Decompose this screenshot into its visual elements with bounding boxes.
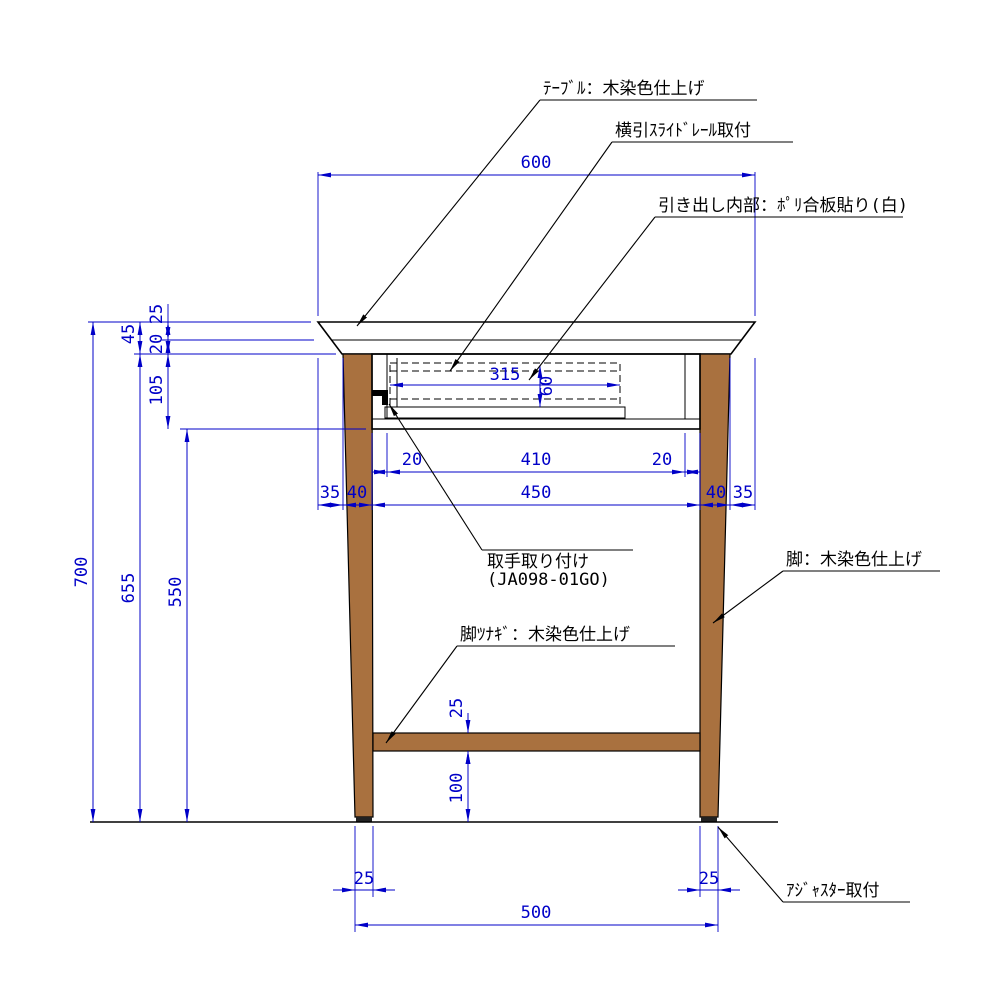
dim-drawer-width: 315 (490, 365, 521, 385)
dim-box-side-right: 20 (652, 450, 672, 470)
right-leg (699, 353, 731, 818)
label-tabletop: ﾃｰﾌﾞﾙ：木染色仕上げ (543, 79, 705, 99)
dim-drawer-box-height: 105 (147, 375, 167, 406)
dim-stretcher-thickness: 25 (447, 698, 467, 718)
left-leg (342, 353, 374, 818)
label-handle-1: 取手取り付け (487, 552, 589, 572)
dim-drawer-height: 60 (537, 376, 557, 396)
dim-leg-span: 450 (521, 483, 552, 503)
label-handle-2: (JA098-01GO) (487, 570, 610, 590)
dim-stretcher-floor-gap: 100 (447, 773, 467, 804)
leader-adjuster (717, 826, 784, 903)
label-drawer-interior: 引き出し内部：ﾎﾟﾘ合板貼り(白) (658, 196, 908, 216)
dim-foot-right: 25 (699, 869, 719, 889)
dim-box-side-left: 20 (402, 450, 422, 470)
dim-leg-width-right: 40 (706, 483, 726, 503)
tabletop (316, 321, 757, 355)
adjuster-left (356, 817, 372, 822)
leader-slide-rail (449, 141, 613, 372)
annotations: ﾃｰﾌﾞﾙ：木染色仕上げ 横引ｽﾗｲﾄﾞﾚｰﾙ取付 引き出し内部：ﾎﾟﾘ合板貼り… (356, 79, 940, 903)
dimensions: 600 700 45 655 25 20 105 550 315 60 (72, 153, 756, 932)
leader-drawer-interior (528, 216, 656, 381)
dim-top-assembly: 45 (119, 324, 139, 344)
label-stretcher: 脚ﾂﾅｷﾞ：木染色仕上げ (460, 625, 630, 645)
label-leg: 脚：木染色仕上げ (786, 550, 922, 570)
leader-leg (712, 570, 784, 624)
drawer-bottom-board (384, 406, 626, 419)
dim-foot-left: 25 (354, 869, 374, 889)
adjuster-right (701, 817, 717, 822)
dim-overhang-right: 35 (733, 483, 753, 503)
dim-apron-thickness: 20 (147, 334, 167, 354)
dim-leg-width-left: 40 (347, 483, 367, 503)
dim-box-inner-width: 410 (521, 450, 552, 470)
dim-overhang-left: 35 (320, 483, 340, 503)
leg-stretcher (372, 732, 701, 752)
label-slide-rail: 横引ｽﾗｲﾄﾞﾚｰﾙ取付 (615, 121, 751, 141)
label-adjuster: ｱｼﾞｬｽﾀｰ取付 (786, 881, 880, 901)
leader-tabletop (356, 99, 541, 327)
dim-bottom-span: 500 (521, 903, 552, 923)
drawer-handle (372, 390, 388, 405)
furniture-section (90, 321, 778, 823)
dim-top-width: 600 (521, 153, 552, 173)
dim-under-top: 655 (119, 573, 139, 604)
dim-tabletop-thickness: 25 (147, 304, 167, 324)
leader-handle (388, 403, 483, 551)
leader-stretcher (385, 645, 458, 744)
dim-under-box: 550 (166, 577, 186, 608)
dim-overall-height: 700 (72, 557, 92, 588)
